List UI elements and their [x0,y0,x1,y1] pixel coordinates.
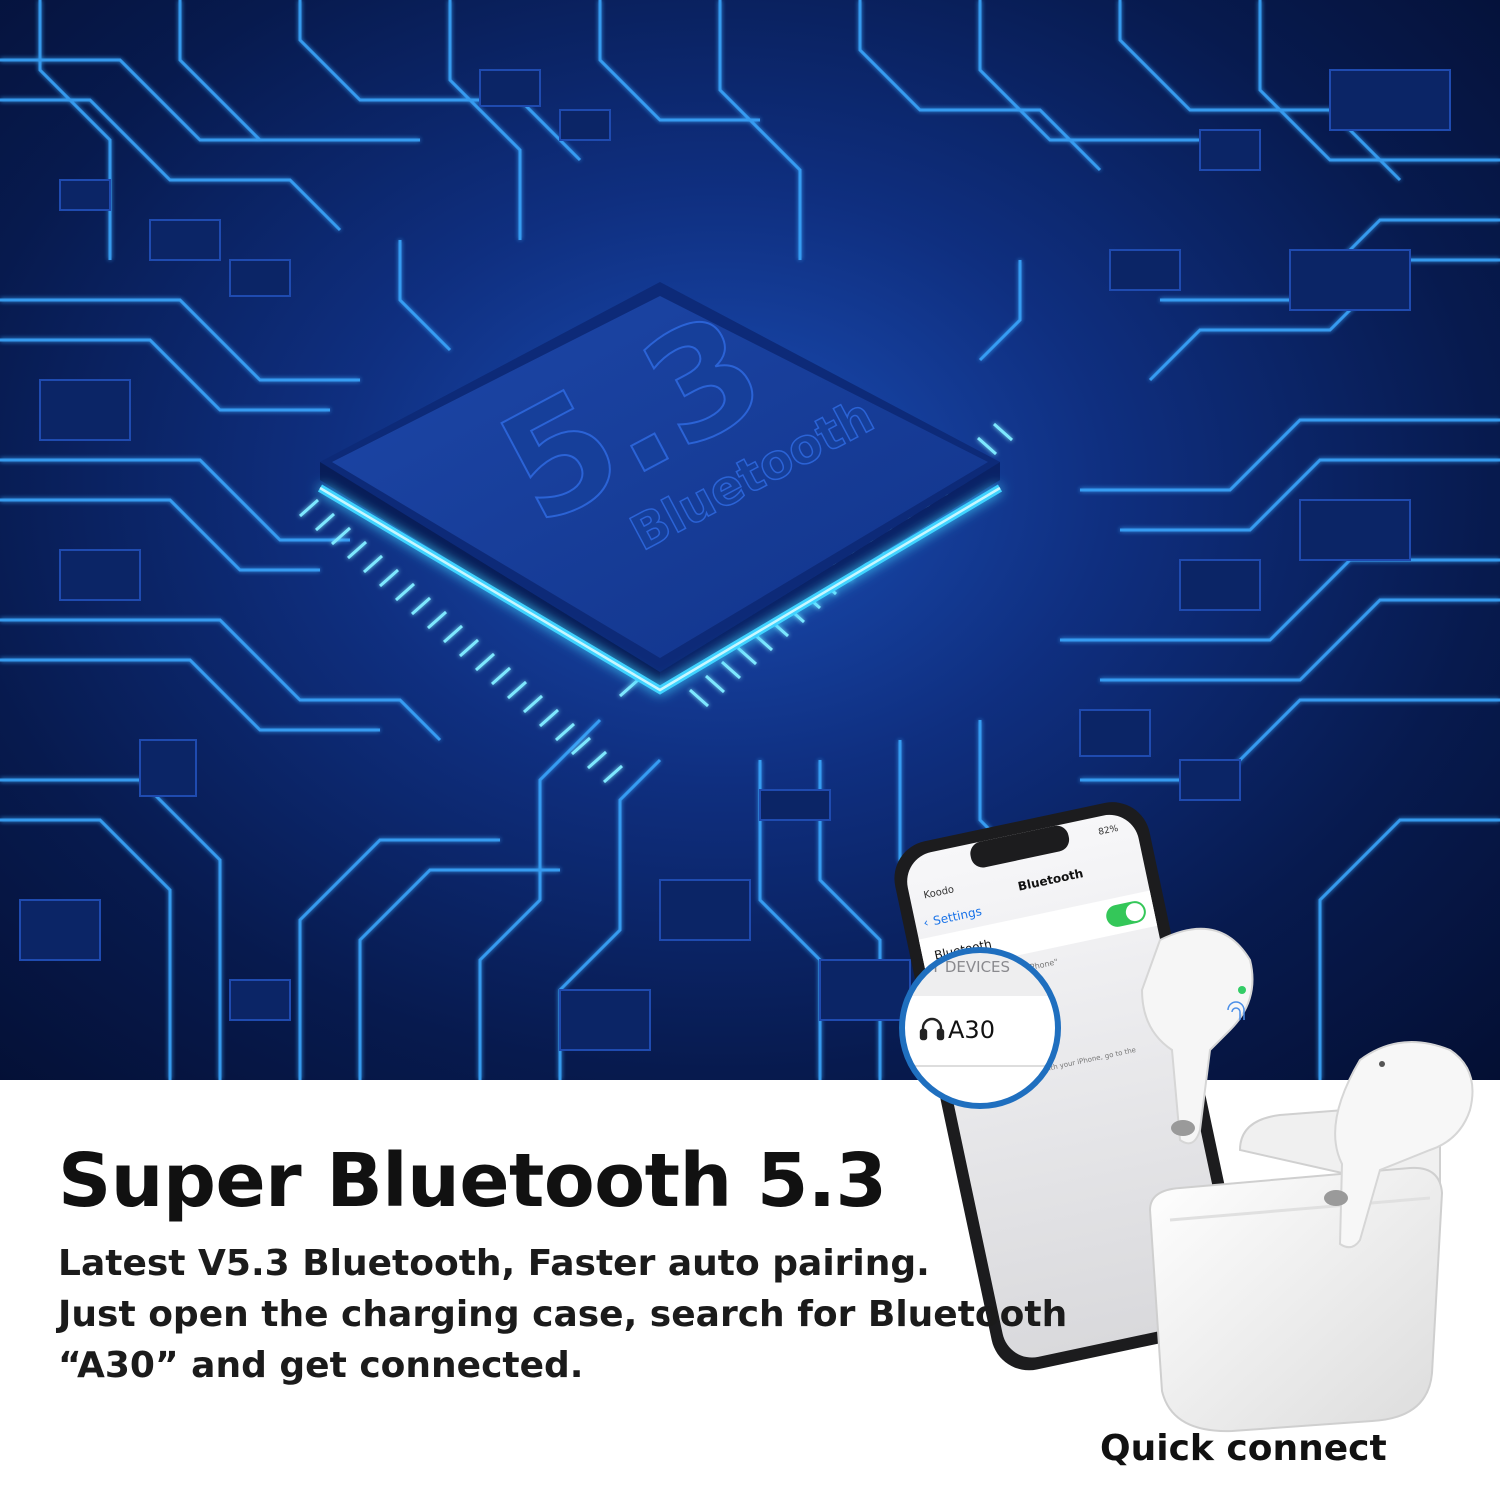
description-line-3: “A30” and get connected. [58,1345,584,1386]
circuit-board-illustration: 5.3 Bluetooth [0,0,1500,1080]
description-line-2: Just open the charging case, search for … [58,1294,1068,1335]
quick-connect-caption: Quick connect [1100,1428,1387,1469]
headline: Super Bluetooth 5.3 [58,1138,887,1224]
circuit-components [19,69,1451,1051]
bluetooth-chip-icon: 5.3 Bluetooth [317,279,1003,695]
description-line-1: Latest V5.3 Bluetooth, Faster auto pairi… [58,1243,930,1284]
circuit-board-hero: 5.3 Bluetooth [0,0,1500,1080]
feature-description: Latest V5.3 Bluetooth, Faster auto pairi… [58,1238,1068,1391]
